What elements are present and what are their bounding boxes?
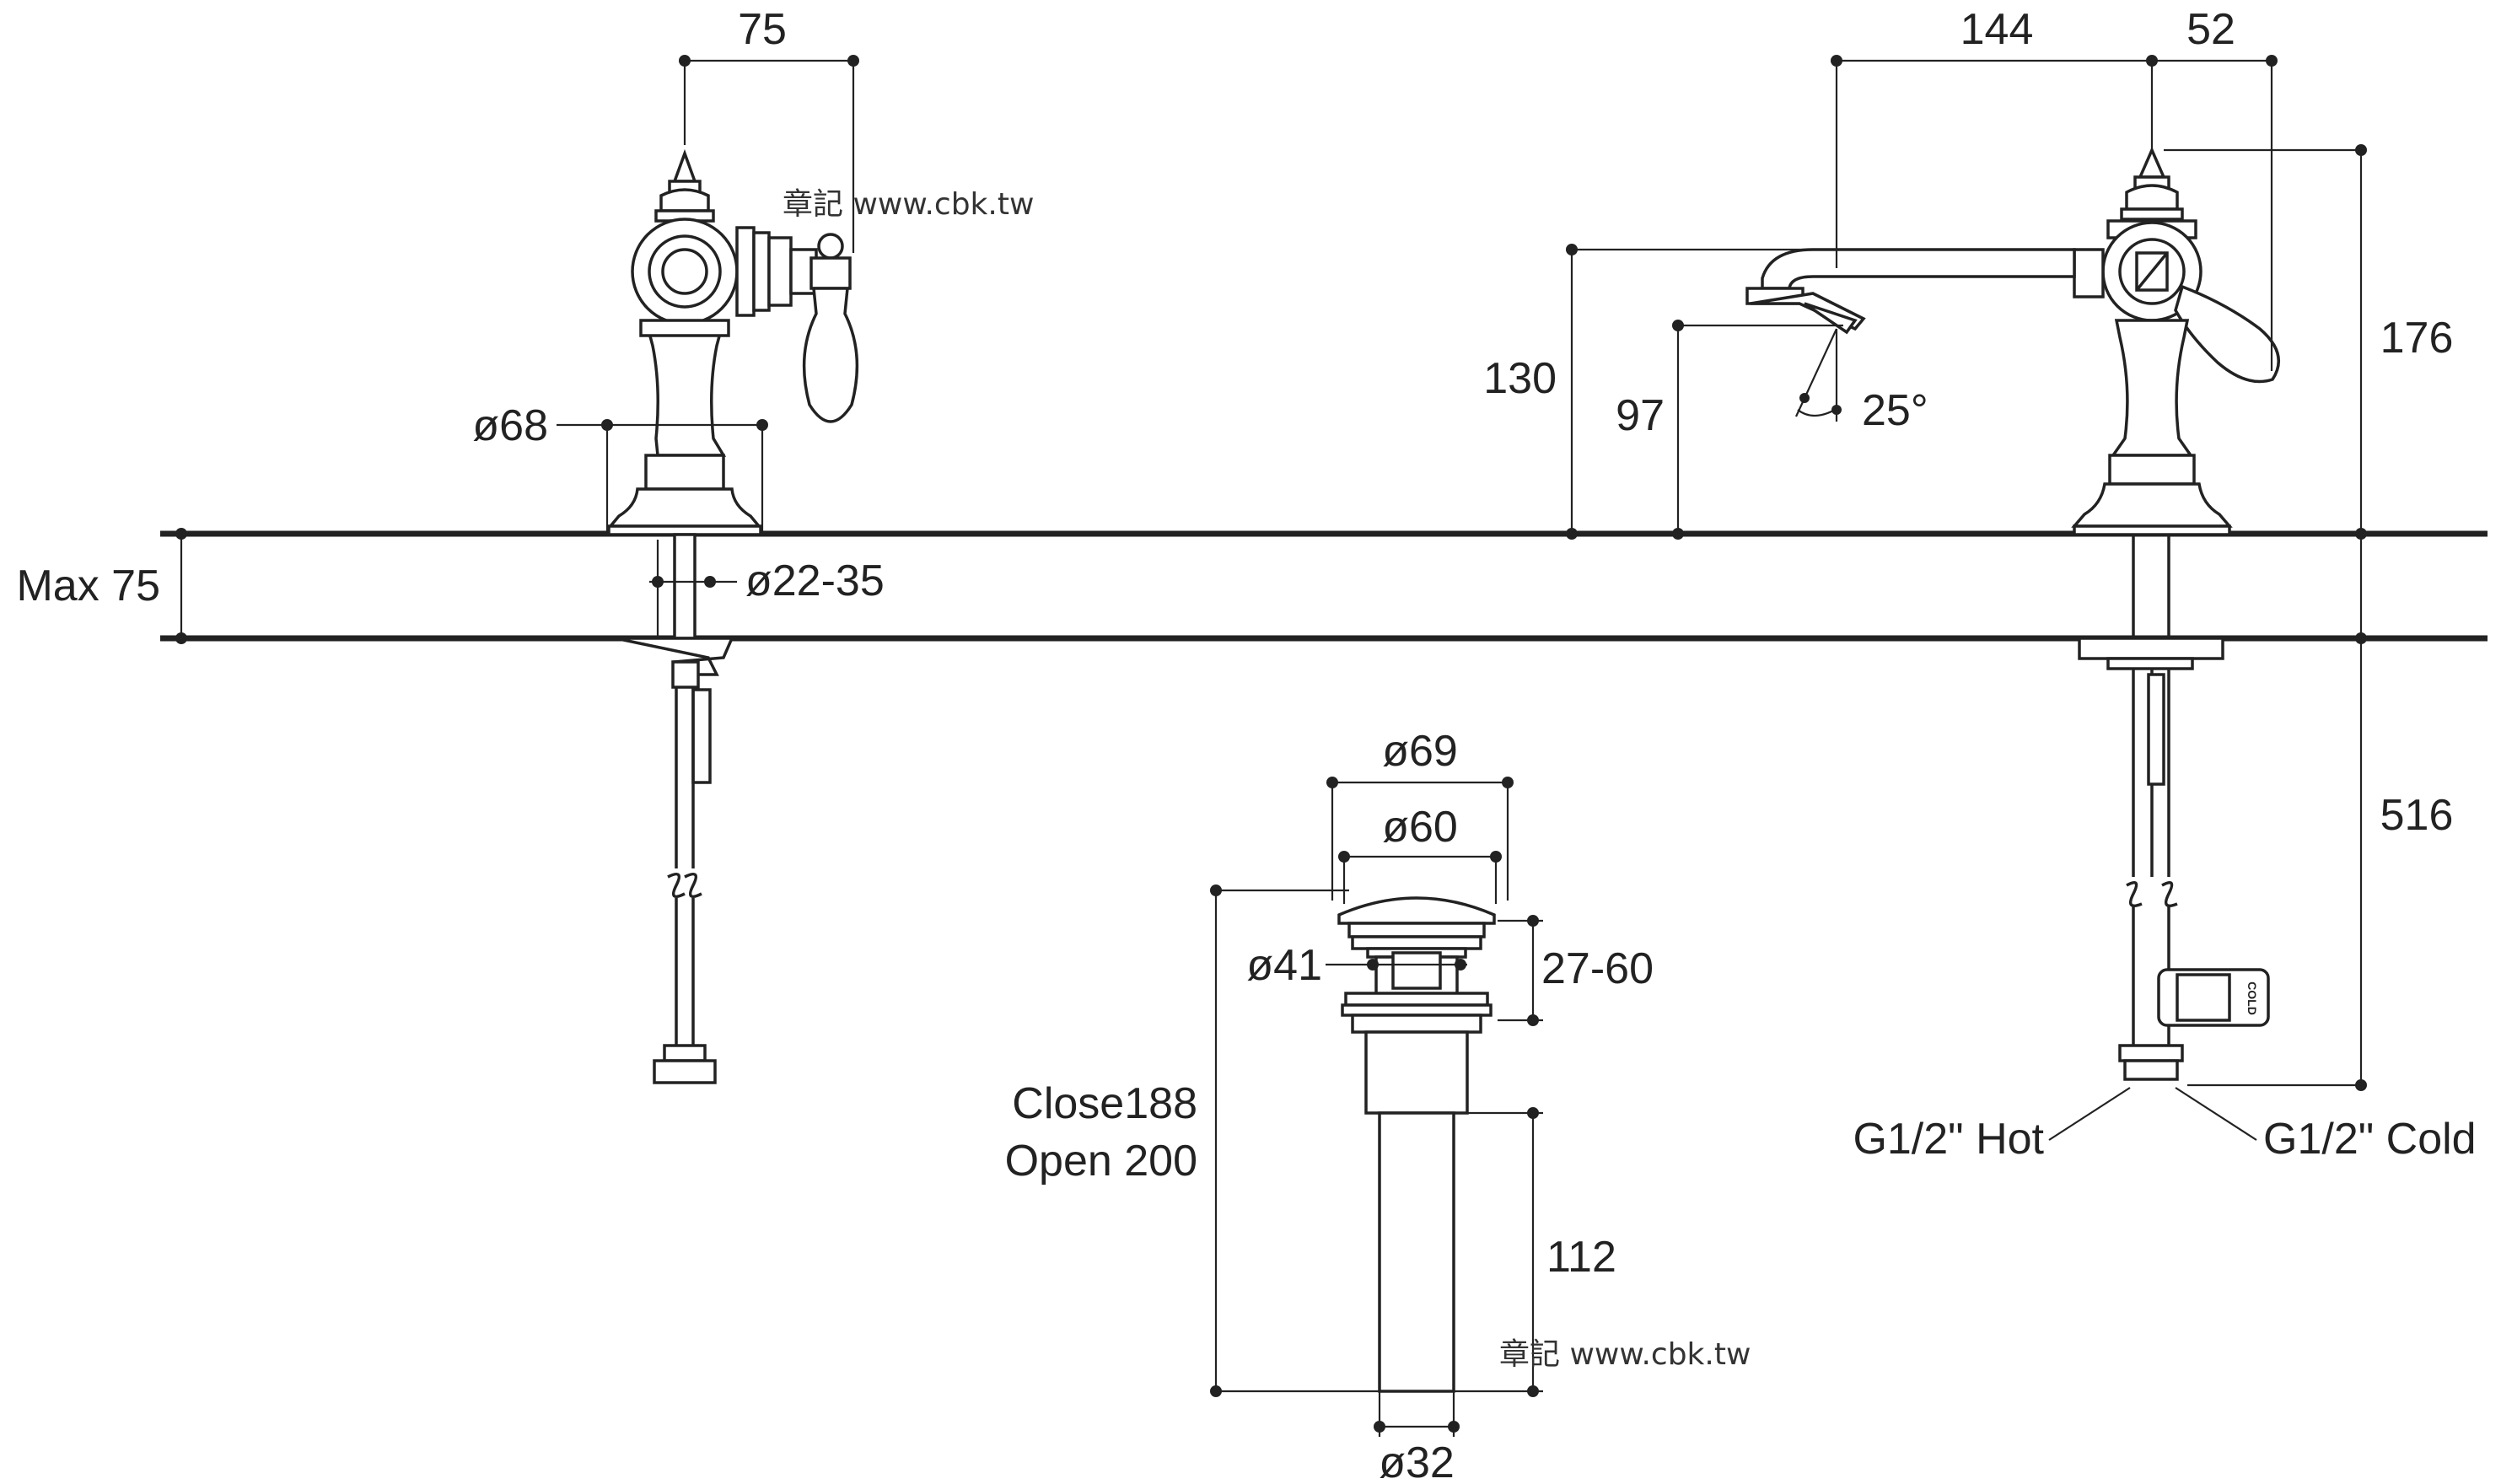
- dim-68-label: ø68: [472, 401, 548, 450]
- dim-waste-outer: ø69: [1326, 727, 1514, 901]
- dim-144-label: 144: [1960, 5, 2034, 54]
- hot-label: G1/2" Hot: [1853, 1115, 2044, 1164]
- connection-leaders: G1/2" Hot G1/2" Cold: [1853, 1087, 2477, 1164]
- dim-waste-tail-dia: ø32: [1374, 1391, 1460, 1484]
- cold-label: G1/2" Cold: [2263, 1115, 2477, 1164]
- dim-waste-clamp: 27-60: [1498, 915, 1654, 1026]
- dim-112-label: 112: [1546, 1233, 1616, 1282]
- dim-close-label: Close188: [1012, 1079, 1197, 1128]
- dim-max-label: Max 75: [16, 562, 160, 610]
- watermark-top: 章記 www.cbk.tw: [783, 187, 1034, 222]
- dim-angle-label: 25°: [1862, 386, 1928, 435]
- cold-tag-label: COLD: [2246, 981, 2259, 1015]
- dim-right-top: 144 52: [1831, 5, 2278, 371]
- dim-516-label: 516: [2380, 791, 2454, 840]
- dim-waste-cap: ø60: [1338, 803, 1502, 904]
- dim-waste-total: Close188 Open 200: [1005, 884, 1380, 1397]
- watermark-bottom: 章記 www.cbk.tw: [1499, 1337, 1751, 1372]
- dim-right-heights: 176 516: [2164, 144, 2453, 1091]
- dim-left-base: ø68: [472, 401, 768, 533]
- dim-thickness: Max 75: [16, 528, 187, 644]
- countertop: [160, 530, 2488, 642]
- dim-waste-body: ø41: [1246, 941, 1467, 990]
- right-faucet: COLD: [1745, 146, 2280, 1081]
- dim-hole-label: ø22-35: [745, 556, 885, 605]
- dim-outlet-height: 97: [1616, 320, 1843, 540]
- dim-spout-angle: 25°: [1795, 328, 1928, 435]
- dim-spout-height: 130: [1483, 244, 1813, 540]
- dim-60-label: ø60: [1382, 803, 1458, 852]
- dim-41-label: ø41: [1246, 941, 1322, 990]
- pop-up-waste: [1337, 896, 1496, 1393]
- dim-open-label: Open 200: [1005, 1137, 1197, 1186]
- dim-75-label: 75: [738, 5, 787, 54]
- left-faucet: [607, 148, 859, 1084]
- dim-52-label: 52: [2186, 5, 2235, 54]
- dim-130-label: 130: [1483, 354, 1557, 403]
- dim-97-label: 97: [1616, 391, 1665, 440]
- dim-waste-tail: 112: [1454, 1107, 1616, 1397]
- dim-69-label: ø69: [1382, 727, 1458, 776]
- dim-hole: ø22-35: [649, 540, 885, 637]
- dim-left-width: 75: [679, 5, 859, 253]
- dim-176-label: 176: [2380, 314, 2454, 363]
- dim-32-label: ø32: [1379, 1438, 1455, 1484]
- dim-clamp-label: 27-60: [1541, 944, 1654, 993]
